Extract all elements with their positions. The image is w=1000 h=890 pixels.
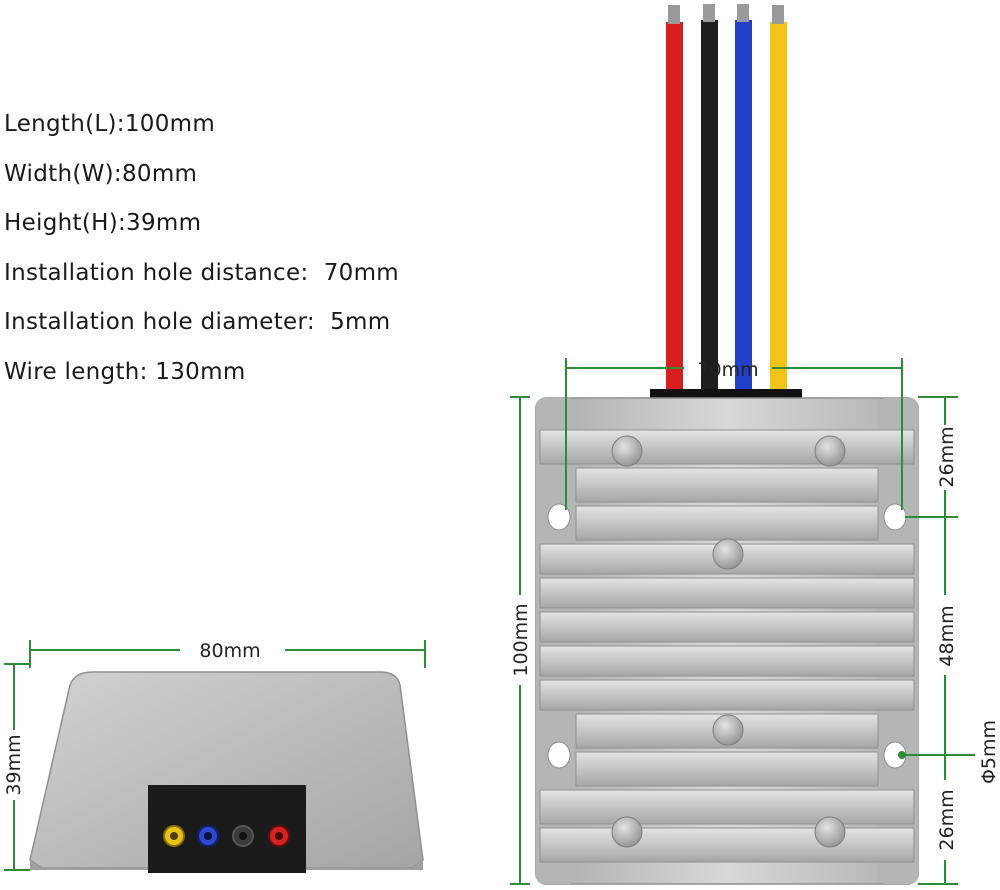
wire-red — [666, 5, 683, 394]
converter-side-view — [29, 671, 424, 873]
screw-icon — [611, 816, 643, 848]
screw-icon — [611, 435, 643, 467]
dim-label-edge-bottom: 26mm — [936, 789, 958, 850]
dim-label-hole-to-hole: 48mm — [936, 605, 958, 666]
wire-black — [701, 4, 718, 394]
dim-label-hole-distance: 70mm — [697, 359, 758, 381]
spec-list: Length(L):100mm Width(W):80mm Height(H):… — [4, 102, 399, 399]
dim-label-width: 80mm — [199, 640, 260, 662]
dimension-lines-top-view — [510, 358, 975, 885]
screw-icon — [814, 816, 846, 848]
wire-blue — [735, 4, 752, 394]
dim-label-height: 39mm — [3, 734, 25, 795]
heat-sink-fins — [539, 429, 915, 863]
spec-length: Length(L):100mm — [4, 111, 216, 137]
dim-label-edge-top: 26mm — [936, 426, 958, 487]
spec-hole-diameter: Installation hole diameter: 5mm — [4, 309, 391, 335]
spec-height: Height(H):39mm — [4, 210, 202, 236]
dimension-lines-side-view — [4, 640, 426, 871]
screw-icon — [814, 435, 846, 467]
spec-width: Width(W):80mm — [4, 160, 198, 187]
screw-icon — [712, 714, 744, 746]
screw-icon — [712, 538, 744, 570]
spec-wire-length: Wire length: 130mm — [4, 358, 246, 385]
wires — [650, 4, 802, 401]
spec-hole-distance: Installation hole distance: 70mm — [4, 259, 400, 286]
dim-label-hole-diameter: Φ5mm — [978, 720, 1000, 784]
mounting-hole-icon — [547, 741, 571, 769]
dim-label-length: 100mm — [510, 603, 532, 676]
mounting-hole-icon — [547, 503, 571, 531]
converter-top-view — [535, 397, 919, 885]
terminal-ports — [163, 825, 290, 847]
wire-yellow — [770, 5, 787, 394]
